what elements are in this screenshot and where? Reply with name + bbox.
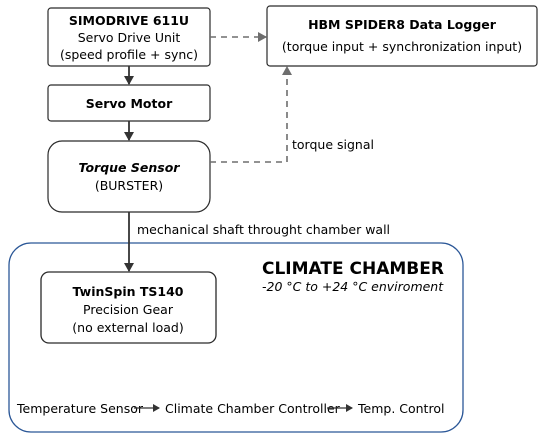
drive-line1: Servo Drive Unit: [78, 30, 181, 45]
gear-line2: (no external load): [72, 320, 183, 335]
sensor-title: Torque Sensor: [79, 160, 181, 175]
logger-title: HBM SPIDER8 Data Logger: [308, 17, 497, 32]
chamber-subtitle: -20 °C to +24 °C enviroment: [262, 279, 444, 294]
logger-line1: (torque input + synchronization input): [282, 39, 522, 54]
drive-line2: (speed profile + sync): [60, 47, 198, 62]
sensor-line1: (BURSTER): [95, 178, 163, 193]
motor-title: Servo Motor: [86, 96, 173, 111]
drive-title: SIMODRIVE 611U: [69, 13, 189, 28]
chamber-title: CLIMATE CHAMBER: [262, 259, 444, 279]
logger-box: [266, 5, 538, 67]
gear-title: TwinSpin TS140: [73, 284, 184, 299]
dashed-arrow-sensor-to-logger: [210, 66, 292, 163]
climate-chamber-box: [8, 242, 464, 433]
flow-temperature-sensor: Temperature Sensor: [16, 401, 144, 416]
shaft-label: mechanical shaft throught chamber wall: [137, 222, 390, 237]
gear-box: [40, 271, 217, 344]
torque-signal-label: torque signal: [292, 137, 374, 152]
gear-line1: Precision Gear: [83, 302, 174, 317]
flow-temp-control: Temp. Control: [357, 401, 444, 416]
sensor-box: [47, 140, 211, 213]
flow-climate-controller: Climate Chamber Controller: [165, 401, 341, 416]
